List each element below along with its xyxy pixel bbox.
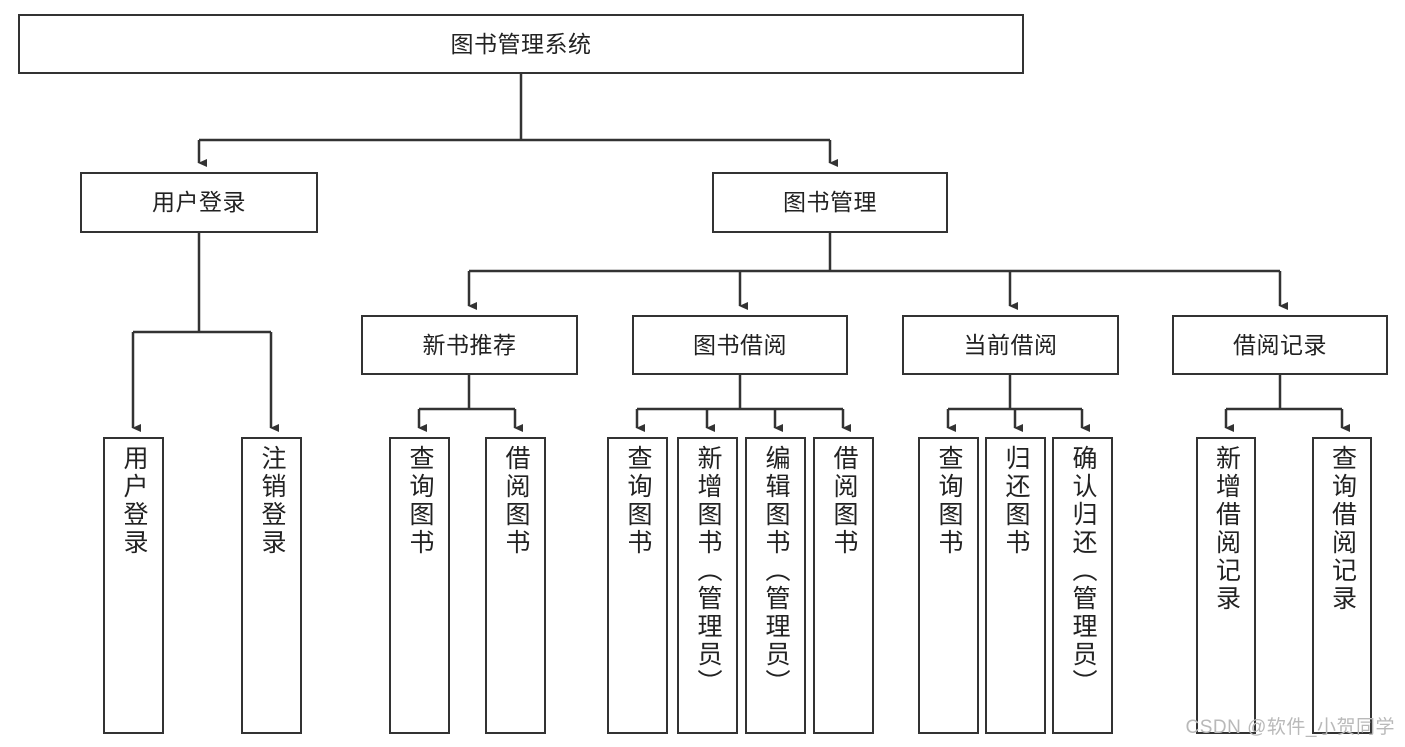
leaf-add-book-admin[interactable]: 新增图书（管理员） (677, 437, 738, 734)
node-book-borrow[interactable]: 图书借阅 (632, 315, 848, 375)
leaf-edit-book-admin[interactable]: 编辑图书（管理员） (745, 437, 806, 734)
leaf-query-book-current[interactable]: 查询图书 (918, 437, 979, 734)
leaf-add-borrow-record-label: 新增借阅记录 (1212, 445, 1241, 613)
node-current-borrow[interactable]: 当前借阅 (902, 315, 1119, 375)
node-new-book-recommend[interactable]: 新书推荐 (361, 315, 578, 375)
node-current-borrow-label: 当前借阅 (963, 331, 1058, 358)
leaf-query-book-recommend-label: 查询图书 (406, 445, 434, 557)
connector-bus (469, 233, 1280, 273)
leaf-query-borrow-record[interactable]: 查询借阅记录 (1312, 437, 1372, 734)
leaf-borrow-book-recommend-label: 借阅图书 (502, 445, 530, 557)
leaf-return-book-label: 归还图书 (1002, 445, 1030, 557)
node-book-management-label: 图书管理 (783, 189, 877, 216)
node-book-borrow-label: 图书借阅 (693, 331, 787, 358)
leaf-logout-label: 注销登录 (258, 445, 286, 557)
leaf-borrow-book[interactable]: 借阅图书 (813, 437, 874, 734)
connector-paths (131, 74, 1350, 432)
leaf-add-book-admin-label: 新增图书（管理员） (694, 445, 722, 697)
leaf-confirm-return-admin[interactable]: 确认归还（管理员） (1052, 437, 1113, 734)
connector-bus (199, 74, 830, 142)
leaf-query-borrow-record-label: 查询借阅记录 (1328, 445, 1357, 613)
leaf-confirm-return-admin-label: 确认归还（管理员） (1069, 445, 1097, 697)
leaf-query-book-borrow-label: 查询图书 (624, 445, 652, 557)
leaf-return-book[interactable]: 归还图书 (985, 437, 1046, 734)
leaf-logout[interactable]: 注销登录 (241, 437, 302, 734)
leaf-query-book-borrow[interactable]: 查询图书 (607, 437, 668, 734)
node-root[interactable]: 图书管理系统 (18, 14, 1024, 74)
leaf-user-login-label: 用户登录 (120, 445, 148, 557)
connector-bus (637, 375, 843, 411)
node-user-login-label: 用户登录 (152, 189, 246, 216)
leaf-add-borrow-record[interactable]: 新增借阅记录 (1196, 437, 1256, 734)
node-borrow-records[interactable]: 借阅记录 (1172, 315, 1388, 375)
leaf-query-book-current-label: 查询图书 (935, 445, 963, 557)
connector-bus (133, 233, 271, 334)
node-root-label: 图书管理系统 (450, 30, 592, 57)
connector-bus (1226, 375, 1342, 411)
leaf-user-login[interactable]: 用户登录 (103, 437, 164, 734)
leaf-borrow-book-label: 借阅图书 (830, 445, 858, 557)
leaf-edit-book-admin-label: 编辑图书（管理员） (762, 445, 790, 697)
node-user-login[interactable]: 用户登录 (80, 172, 318, 233)
leaf-borrow-book-recommend[interactable]: 借阅图书 (485, 437, 546, 734)
node-book-management[interactable]: 图书管理 (712, 172, 948, 233)
leaf-query-book-recommend[interactable]: 查询图书 (389, 437, 450, 734)
node-new-book-recommend-label: 新书推荐 (422, 331, 517, 358)
connector-bus (419, 375, 515, 411)
connector-bus (948, 375, 1082, 411)
node-borrow-records-label: 借阅记录 (1233, 331, 1327, 358)
